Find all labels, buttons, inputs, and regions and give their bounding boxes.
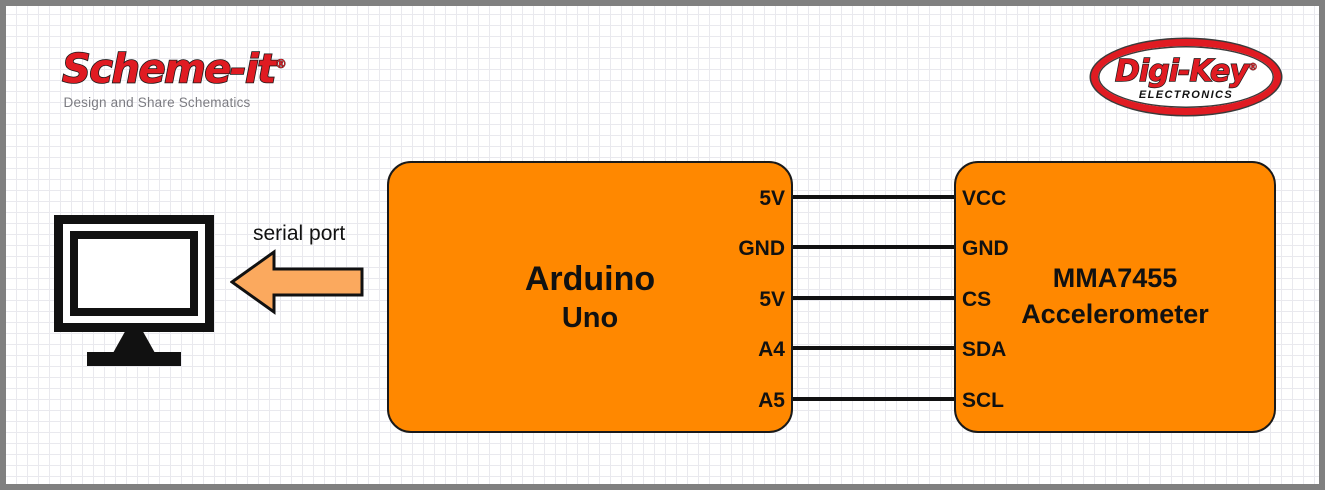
computer-monitor-icon [54,215,214,366]
digikey-logo: Digi-Key® ELECTRONICS [1091,39,1281,115]
wire-a5-scl [793,397,954,401]
monitor-bezel [54,215,214,332]
pin-accel-scl: SCL [962,389,1004,412]
pin-arduino-5v-1: 5V [759,187,785,210]
monitor-stand-base [87,352,181,366]
monitor-inner-gap [63,224,205,323]
digikey-wordmark-text: Digi-Key [1114,53,1249,89]
pin-accel-sda: SDA [962,338,1007,361]
monitor-screen [70,231,198,316]
digikey-registered-mark: ® [1247,62,1259,74]
pin-accel-gnd: GND [962,237,1009,260]
digikey-subtext: ELECTRONICS [1138,89,1234,101]
pin-arduino-gnd: GND [738,237,785,260]
wire-5v-vcc [793,195,954,199]
pin-accel-vcc: VCC [962,187,1007,210]
pin-accel-cs: CS [962,288,992,311]
pin-arduino-5v-2: 5V [759,288,785,311]
accel-block-subtitle: Accelerometer [1021,299,1209,329]
serial-port-label: serial port [253,222,346,245]
wire-a4-sda [793,346,954,350]
pin-arduino-a4: A4 [758,338,785,361]
digikey-wordmark: Digi-Key® [1091,53,1281,89]
pin-arduino-a5: A5 [758,389,785,412]
arduino-uno-block[interactable]: Arduino Uno 5V GND 5V A4 A5 [387,161,793,433]
digikey-ellipse-icon [1091,39,1281,115]
schemeit-wordmark-text: Scheme-it [61,46,277,93]
schemeit-registered-mark: ® [274,57,288,72]
arduino-block-subtitle: Uno [561,302,619,334]
arduino-block-title: Arduino [524,260,656,298]
schemeit-wordmark: Scheme-it® [61,42,287,93]
schemeit-tagline: Design and Share Schematics [63,95,251,111]
wire-gnd-gnd [793,245,954,249]
mma7455-accelerometer-block[interactable]: MMA7455 Accelerometer VCC GND CS SDA SCL [954,161,1276,433]
schemeit-logo: Scheme-it® Design and Share Schematics [61,42,287,111]
serial-port-arrow-icon [230,249,364,315]
accel-block-title: MMA7455 [1052,263,1178,293]
monitor-stand-neck [113,332,155,353]
wire-5v-cs [793,296,954,300]
